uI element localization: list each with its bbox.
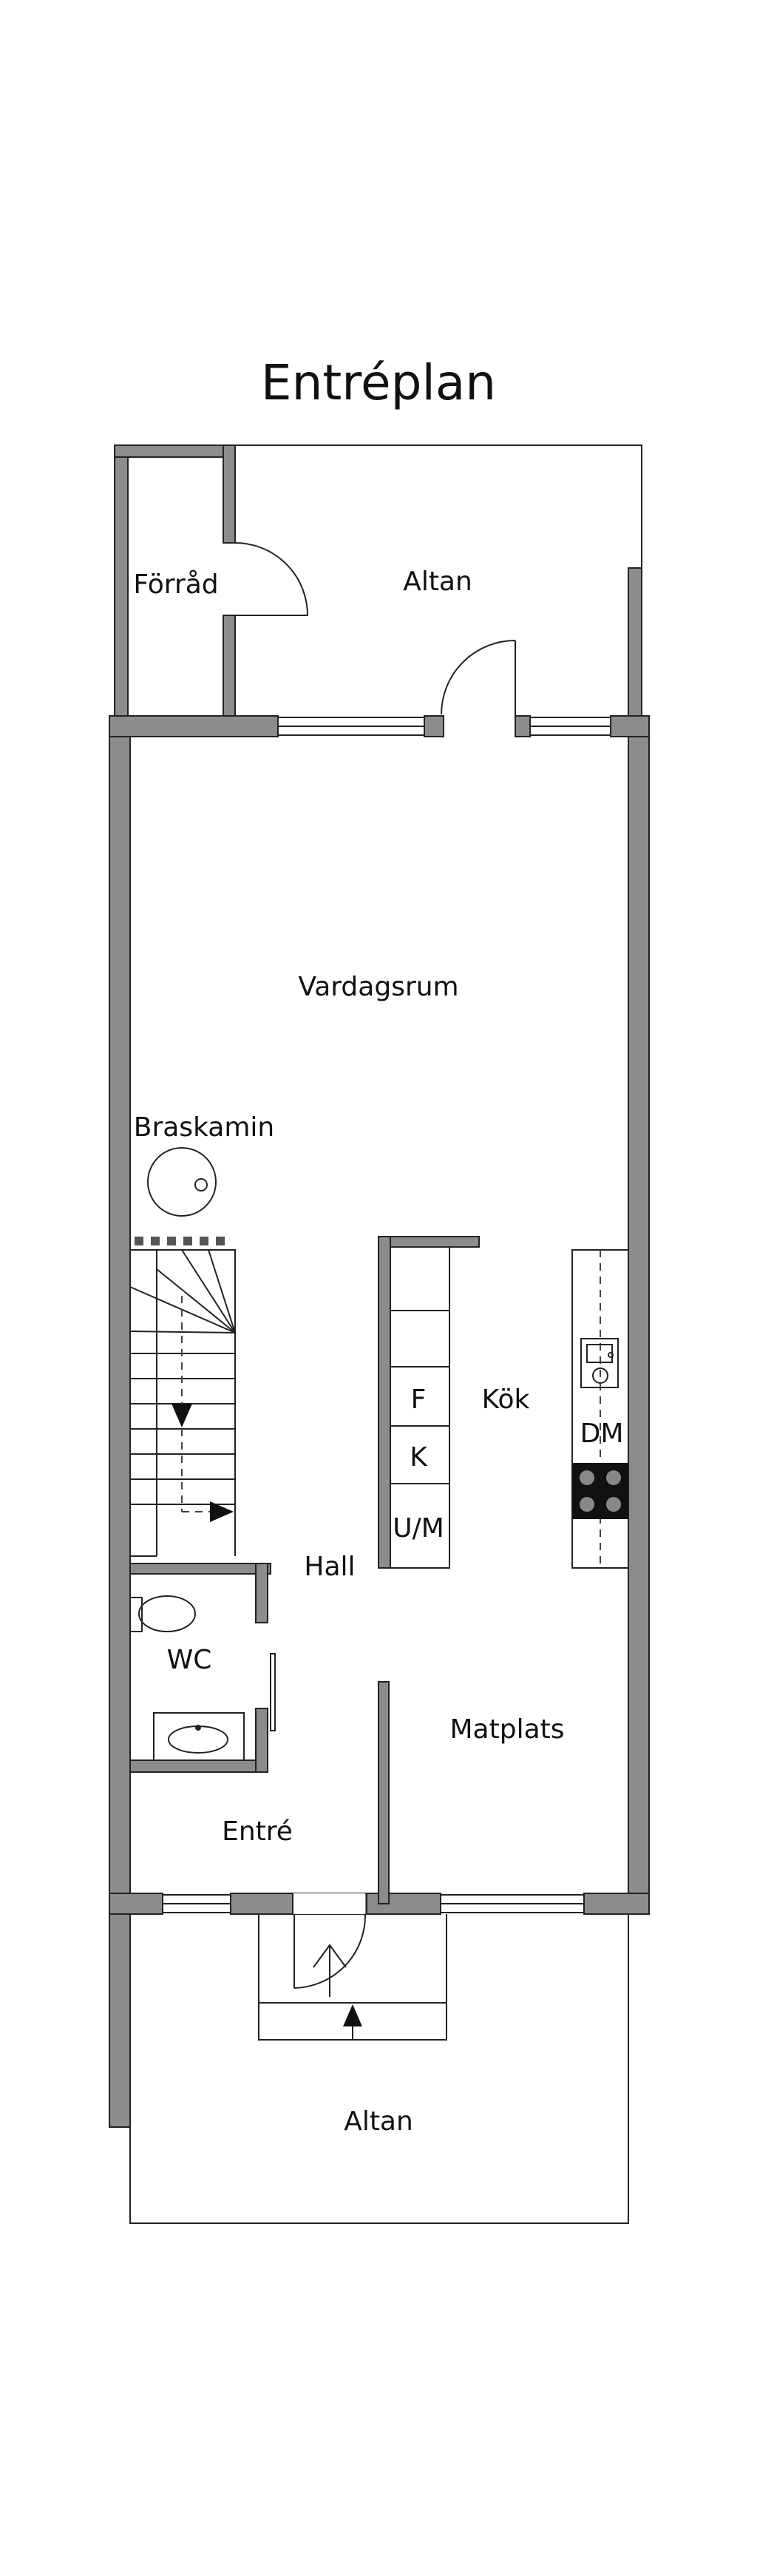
room-label-kitchen: Kök	[482, 1385, 530, 1415]
top-wall-left	[109, 715, 279, 737]
dining-wall	[378, 1681, 390, 1904]
bottom-wall-left2	[230, 1893, 294, 1915]
top-wall-mid	[424, 715, 444, 737]
room-label-patio-bottom: Altan	[344, 2106, 413, 2137]
kitchen-tall-units	[378, 1236, 480, 1569]
bottom-patio-area	[109, 1913, 629, 2224]
stair-arrow-icon	[210, 1501, 234, 1522]
storage-right-wall-bottom	[223, 615, 236, 717]
storage-right-wall-top	[223, 444, 236, 544]
storage-top-wall	[114, 444, 235, 458]
stair-arrow-icon	[172, 1404, 192, 1427]
stove-icon	[572, 1463, 628, 1519]
stove-icon	[147, 1147, 217, 1217]
entry-arrow-icon	[343, 2004, 362, 2026]
room-label-patio-top: Altan	[403, 567, 472, 597]
label-freezer: K	[410, 1442, 428, 1473]
top-patio-area	[114, 444, 642, 717]
label-dishwasher: DM	[580, 1419, 624, 1449]
toilet-icon	[129, 1595, 196, 1632]
bottom-wall-left	[109, 1893, 163, 1915]
kitchen-counter	[571, 1249, 629, 1569]
patio-top-outline	[229, 444, 642, 569]
room-label-living: Vardagsrum	[298, 972, 458, 1002]
bottom-wall-mid	[364, 1893, 441, 1915]
right-outer-wall	[628, 715, 650, 1913]
sink-icon	[153, 1712, 245, 1761]
outer-walls	[109, 715, 650, 1915]
staircase	[129, 1237, 236, 1557]
room-label-wc: WC	[167, 1645, 212, 1675]
entry-steps	[258, 1893, 447, 2041]
top-wall-right	[610, 715, 650, 737]
bottom-wall-right	[583, 1893, 650, 1915]
storage-left-wall	[114, 444, 129, 717]
patio-door-swing-icon	[441, 640, 516, 716]
patio-right-wall	[628, 567, 642, 717]
plan-title: Entréplan	[261, 354, 496, 411]
room-label-hall: Hall	[304, 1552, 355, 1582]
sink-icon	[580, 1338, 619, 1388]
label-fridge: F	[411, 1385, 427, 1415]
storage-door-swing-icon	[234, 542, 309, 616]
label-oven: U/M	[393, 1513, 444, 1544]
left-outer-wall	[109, 715, 131, 1913]
room-label-entry: Entré	[222, 1816, 293, 1847]
top-wall-mid2	[515, 715, 531, 737]
label-stove: Braskamin	[134, 1112, 274, 1143]
wc-room	[129, 1563, 276, 1773]
room-label-storage: Förråd	[133, 569, 218, 600]
room-label-dining: Matplats	[449, 1714, 564, 1745]
